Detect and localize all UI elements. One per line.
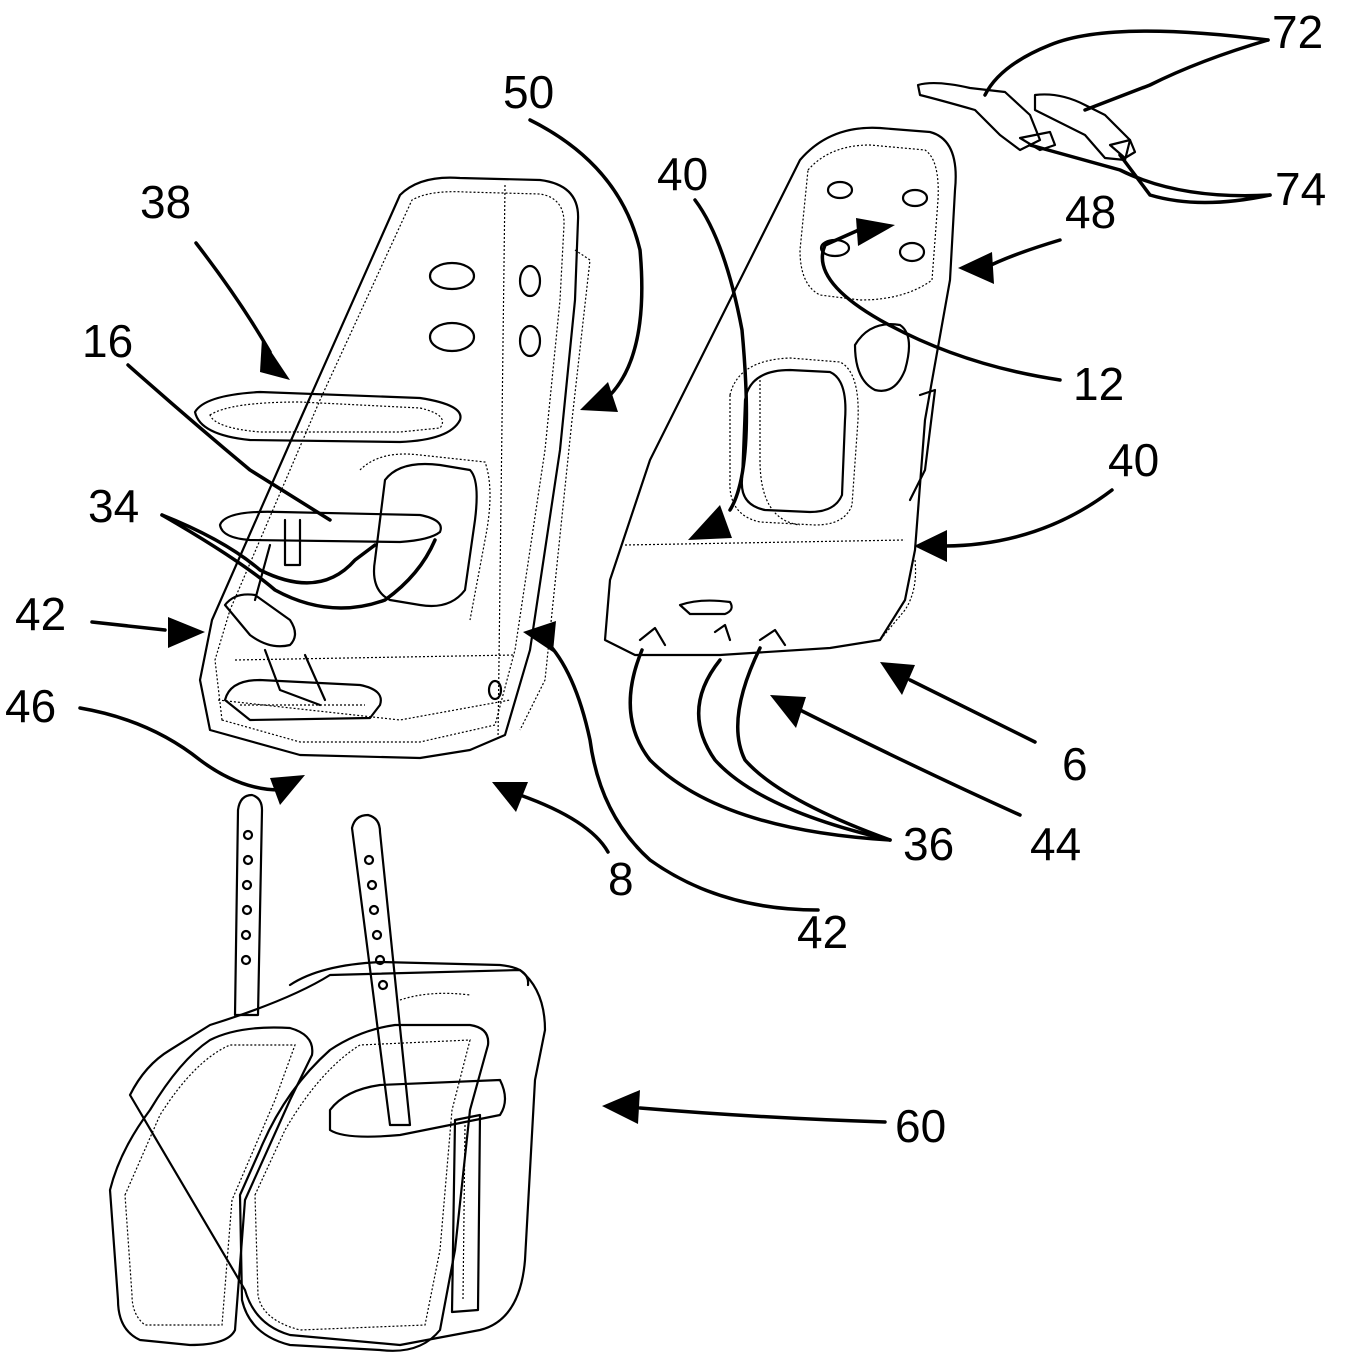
label-34: 34 [88, 480, 139, 532]
label-12: 12 [1073, 358, 1124, 410]
tray-38 [195, 392, 461, 442]
label-38: 38 [140, 176, 191, 228]
label-40-right: 40 [1108, 434, 1159, 486]
label-74: 74 [1275, 163, 1326, 215]
label-6: 6 [1062, 738, 1088, 790]
seat-right [605, 128, 956, 655]
label-50: 50 [503, 66, 554, 118]
label-40-top: 40 [657, 148, 708, 200]
label-44: 44 [1030, 818, 1081, 870]
label-16: 16 [82, 315, 133, 367]
label-60: 60 [895, 1100, 946, 1152]
label-48: 48 [1065, 186, 1116, 238]
label-42-left: 42 [15, 588, 66, 640]
base-60 [110, 795, 545, 1351]
label-8: 8 [608, 853, 634, 905]
label-36: 36 [903, 818, 954, 870]
label-42-bottom: 42 [797, 906, 848, 958]
reference-labels: 72 50 40 38 74 48 16 12 34 40 42 46 6 36… [5, 6, 1326, 1152]
seat-left [200, 178, 590, 758]
label-46: 46 [5, 680, 56, 732]
label-72: 72 [1272, 6, 1323, 58]
